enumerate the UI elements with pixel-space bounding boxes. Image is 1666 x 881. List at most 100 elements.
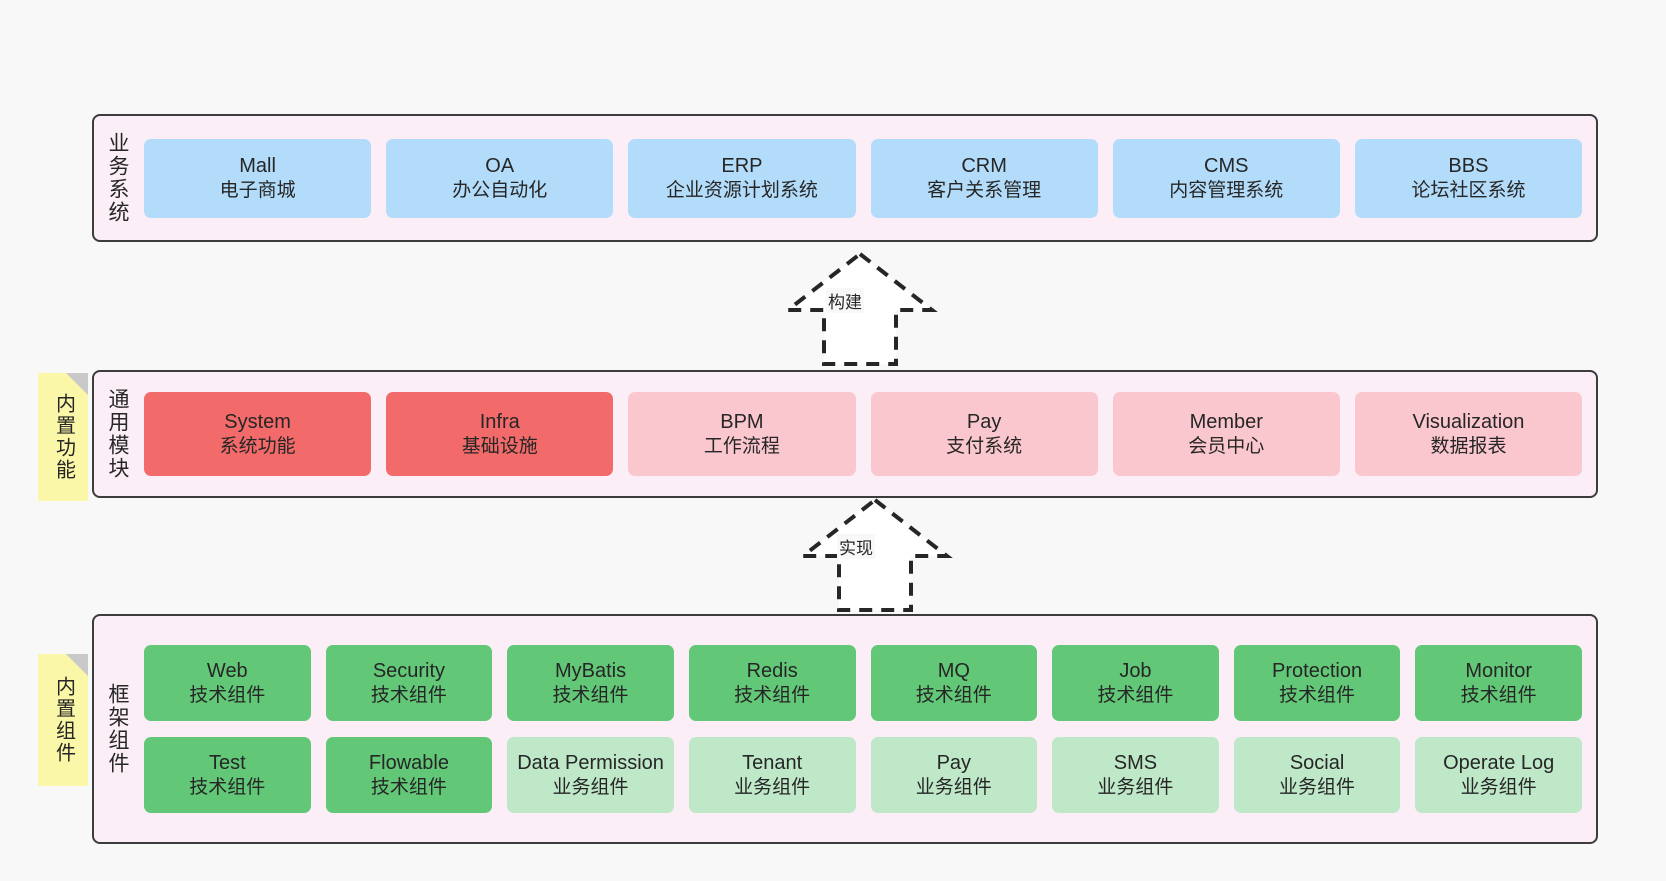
note-functions-label: 内置功能 (52, 393, 75, 481)
card-desc: 技术组件 (734, 684, 811, 706)
card-name: Mall (239, 155, 276, 178)
card-desc: 系统功能 (219, 435, 296, 457)
card-desc: 技术组件 (370, 776, 447, 798)
card-name: MyBatis (555, 660, 627, 683)
card-desc: 技术组件 (189, 684, 266, 706)
framework-card-monitor[interactable]: Monitor 技术组件 (1415, 645, 1582, 721)
card-name: Data Permission (517, 752, 664, 775)
card-desc: 技术组件 (552, 684, 629, 706)
card-desc: 基础设施 (461, 435, 538, 457)
framework-card-sms[interactable]: SMS 业务组件 (1052, 737, 1219, 813)
arrow-implement-label: 实现 (837, 534, 875, 559)
card-name: Security (372, 660, 446, 683)
layer-framework-title: 框架组件 (106, 683, 130, 775)
module-card-pay[interactable]: Pay 支付系统 (870, 392, 1098, 476)
card-name: CMS (1204, 155, 1249, 178)
arrow-build-label: 构建 (826, 288, 864, 313)
card-name: Member (1189, 411, 1263, 434)
note-builtin-components: 内置组件 (38, 654, 88, 786)
card-desc: 电子商城 (219, 179, 296, 201)
module-card-visualization[interactable]: Visualization 数据报表 (1354, 392, 1583, 476)
business-card-row: Mall 电子商城 OA 办公自动化 ERP 企业资源计划系统 CRM 客户关系… (144, 138, 1583, 218)
business-card-mall[interactable]: Mall 电子商城 (144, 138, 372, 218)
framework-card-operate-log[interactable]: Operate Log 业务组件 (1415, 737, 1582, 813)
card-desc: 业务组件 (1460, 776, 1537, 798)
card-name: ERP (721, 155, 763, 178)
card-desc: 内容管理系统 (1169, 179, 1284, 201)
card-name: Visualization (1412, 411, 1525, 434)
framework-business-row: Test 技术组件 Flowable 技术组件 Data Permission … (144, 737, 1582, 813)
layer-modules-body: System 系统功能 Infra 基础设施 BPM 工作流程 Pay 支付系统… (140, 372, 1596, 496)
module-card-member[interactable]: Member 会员中心 (1112, 392, 1340, 476)
framework-card-mybatis[interactable]: MyBatis 技术组件 (507, 645, 674, 721)
layer-common-modules: 通用模块 System 系统功能 Infra 基础设施 BPM 工作流程 Pay… (92, 370, 1598, 498)
card-name: Monitor (1465, 660, 1533, 683)
card-desc: 技术组件 (915, 684, 992, 706)
note-components-label: 内置组件 (52, 676, 75, 764)
note-builtin-functions: 内置功能 (38, 373, 88, 501)
framework-card-web[interactable]: Web 技术组件 (144, 645, 311, 721)
framework-card-redis[interactable]: Redis 技术组件 (688, 645, 856, 721)
card-name: Social (1289, 752, 1345, 775)
framework-card-flowable[interactable]: Flowable 技术组件 (325, 737, 493, 813)
layer-business-title: 业务系统 (106, 132, 130, 224)
framework-card-security[interactable]: Security 技术组件 (325, 645, 493, 721)
business-card-crm[interactable]: CRM 客户关系管理 (870, 138, 1098, 218)
card-name: Redis (746, 660, 798, 683)
card-name: Pay (966, 411, 1002, 434)
module-card-infra[interactable]: Infra 基础设施 (386, 392, 614, 476)
card-name: CRM (961, 155, 1007, 178)
framework-card-tenant[interactable]: Tenant 业务组件 (688, 737, 856, 813)
layer-modules-title: 通用模块 (106, 388, 130, 480)
layer-framework-body: Web 技术组件 Security 技术组件 MyBatis 技术组件 Redi… (140, 616, 1596, 842)
card-desc: 论坛社区系统 (1411, 179, 1526, 201)
card-desc: 数据报表 (1430, 435, 1507, 457)
arrow-implement: 实现 (775, 494, 975, 616)
card-name: Protection (1272, 660, 1363, 683)
card-desc: 支付系统 (946, 435, 1023, 457)
layer-framework-components: 框架组件 Web 技术组件 Security 技术组件 MyBatis 技术组件… (92, 614, 1598, 844)
card-desc: 会员中心 (1188, 435, 1265, 457)
card-desc: 技术组件 (370, 684, 447, 706)
module-card-system[interactable]: System 系统功能 (144, 392, 372, 476)
framework-card-test[interactable]: Test 技术组件 (144, 737, 311, 813)
card-name: Pay (936, 752, 972, 775)
card-desc: 办公自动化 (452, 179, 548, 201)
card-name: Flowable (368, 752, 449, 775)
framework-tech-row: Web 技术组件 Security 技术组件 MyBatis 技术组件 Redi… (144, 645, 1582, 721)
card-name: OA (485, 155, 515, 178)
card-name: MQ (937, 660, 970, 683)
card-name: System (224, 411, 291, 434)
business-card-erp[interactable]: ERP 企业资源计划系统 (628, 138, 856, 218)
framework-card-data-permission[interactable]: Data Permission 业务组件 (507, 737, 674, 813)
framework-card-social[interactable]: Social 业务组件 (1233, 737, 1401, 813)
card-name: Operate Log (1443, 752, 1555, 775)
business-card-oa[interactable]: OA 办公自动化 (386, 138, 614, 218)
card-name: Infra (479, 411, 520, 434)
business-card-bbs[interactable]: BBS 论坛社区系统 (1354, 138, 1583, 218)
module-card-row: System 系统功能 Infra 基础设施 BPM 工作流程 Pay 支付系统… (144, 392, 1583, 476)
card-desc: 技术组件 (1460, 684, 1537, 706)
arrow-build: 构建 (760, 248, 960, 370)
card-desc: 工作流程 (703, 435, 780, 457)
framework-card-pay[interactable]: Pay 业务组件 (870, 737, 1038, 813)
module-card-bpm[interactable]: BPM 工作流程 (628, 392, 856, 476)
note-fold-corner-icon (66, 373, 88, 395)
card-name: Tenant (742, 752, 803, 775)
business-card-cms[interactable]: CMS 内容管理系统 (1112, 138, 1340, 218)
card-desc: 业务组件 (734, 776, 811, 798)
card-desc: 技术组件 (1279, 684, 1356, 706)
note-fold-corner-icon (66, 654, 88, 676)
framework-card-protection[interactable]: Protection 技术组件 (1233, 645, 1401, 721)
framework-card-job[interactable]: Job 技术组件 (1052, 645, 1219, 721)
card-desc: 业务组件 (552, 776, 629, 798)
card-desc: 技术组件 (189, 776, 266, 798)
card-name: BBS (1448, 155, 1489, 178)
arrow-implement-icon (797, 497, 953, 612)
card-desc: 技术组件 (1097, 684, 1174, 706)
card-name: Test (208, 752, 246, 775)
card-desc: 业务组件 (1097, 776, 1174, 798)
framework-card-mq[interactable]: MQ 技术组件 (870, 645, 1038, 721)
card-name: Job (1119, 660, 1152, 683)
